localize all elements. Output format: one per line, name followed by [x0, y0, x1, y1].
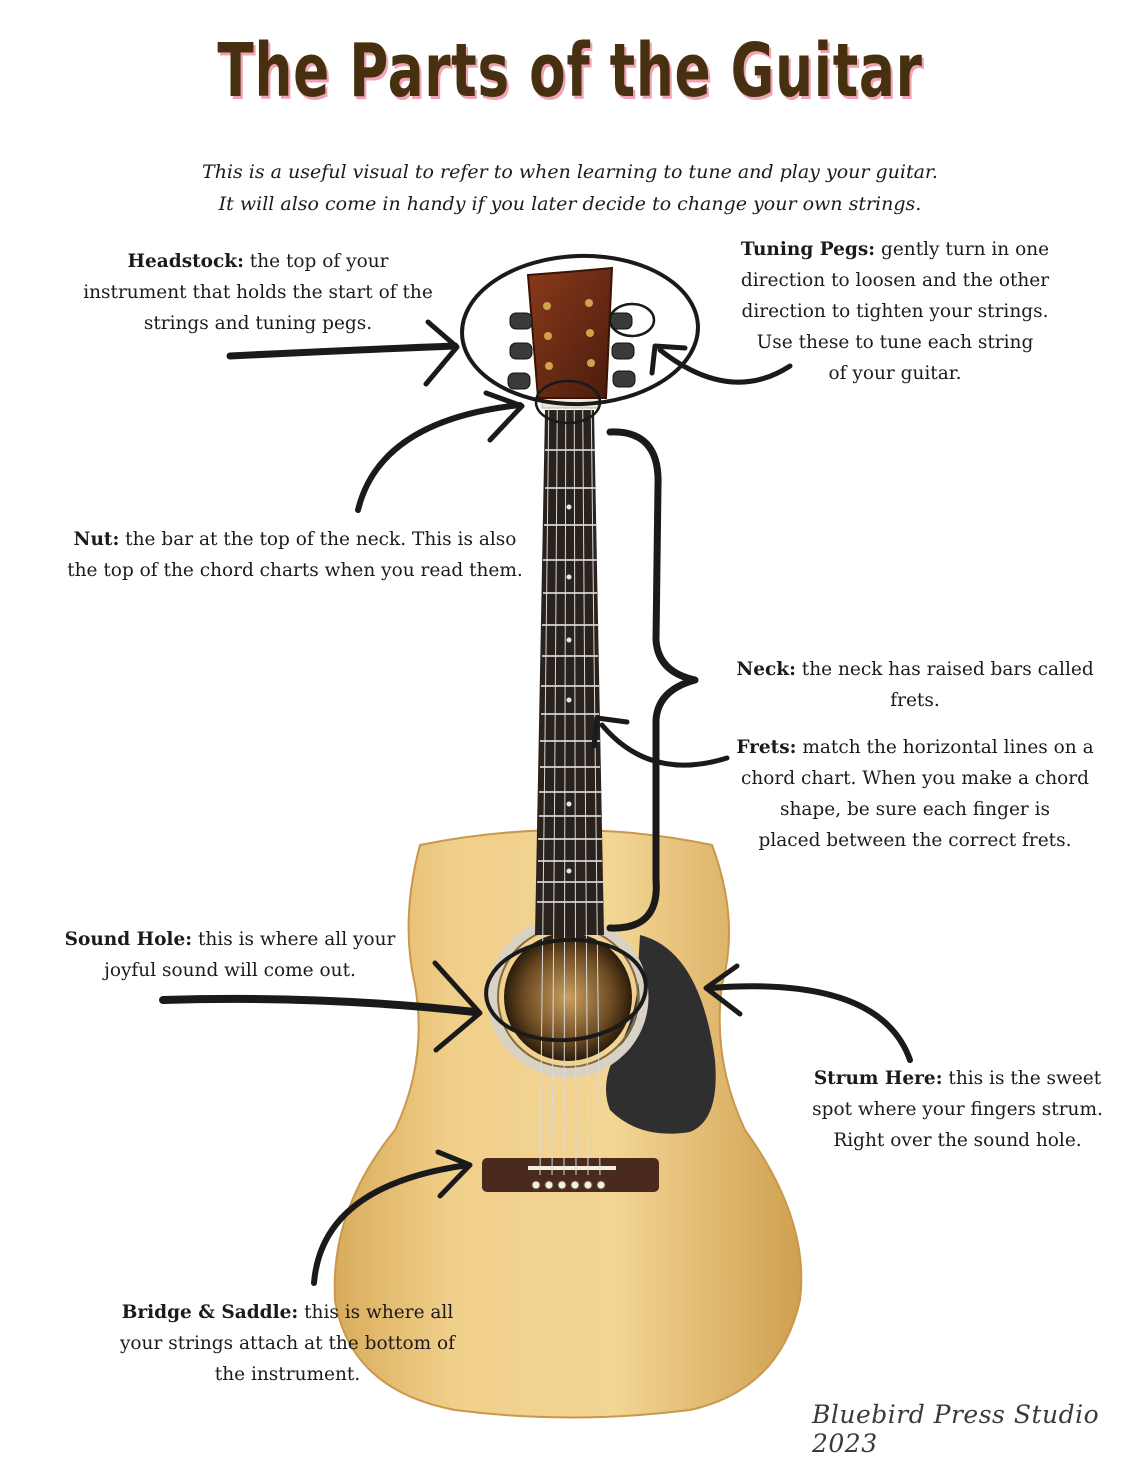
sound-hole [504, 933, 632, 1061]
label-frets: Frets: match the horizontal lines on a c… [736, 737, 1094, 851]
label-headstock: Headstock: the top of your instrument th… [83, 251, 433, 334]
term-tuning-pegs: Tuning Pegs: [740, 239, 876, 260]
headstock-circle [460, 253, 700, 407]
fret-markers [566, 504, 572, 874]
term-neck: Neck: [736, 659, 796, 680]
sound-hole-arrow [159, 994, 479, 1016]
bridge-pins [531, 1180, 606, 1190]
label-tuning-pegs: Tuning Pegs: gently turn in one directio… [740, 239, 1050, 384]
tuning-peg-circle [608, 302, 656, 338]
frets-arrow [599, 722, 730, 768]
nut-circle [534, 379, 602, 425]
fretboard [535, 410, 604, 935]
footer-signature: Bluebird Press Studio 2023 [812, 1400, 1100, 1458]
label-strum-here: Strum Here: this is the sweet spot where… [812, 1068, 1103, 1151]
label-neck: Neck: the neck has raised bars called fr… [736, 659, 1094, 711]
page-title: The Parts of the Guitar [217, 28, 923, 114]
pickguard [606, 935, 716, 1134]
nut-arrow [355, 402, 523, 513]
headstock [526, 266, 614, 399]
term-strum-here: Strum Here: [813, 1068, 943, 1089]
label-sound-hole: Sound Hole: this is where all your joyfu… [64, 929, 396, 981]
annotation-marks [159, 253, 913, 1286]
neck-brace [606, 428, 699, 932]
strings [539, 299, 601, 1176]
label-nut: Nut: the bar at the top of the neck. Thi… [67, 529, 523, 581]
tuning-pegs-arrow [657, 347, 793, 385]
label-bridge-saddle: Bridge & Saddle: this is where all your … [119, 1302, 456, 1385]
tuning-pegs [507, 312, 636, 390]
bridge [482, 1158, 659, 1192]
term-sound-hole: Sound Hole: [64, 929, 193, 950]
sound-hole-circle [484, 937, 648, 1043]
term-frets: Frets: [736, 737, 797, 758]
strum-here-arrow [707, 983, 913, 1063]
headstock-arrow [226, 342, 459, 360]
term-nut: Nut: [73, 529, 120, 550]
subtitle-line-2: It will also come in handy if you later … [218, 193, 922, 215]
frets [537, 449, 603, 903]
term-headstock: Headstock: [127, 251, 244, 272]
subtitle-line-1: This is a useful visual to refer to when… [202, 161, 938, 183]
bridge-arrow [311, 1162, 471, 1286]
saddle [528, 1166, 616, 1170]
term-bridge-saddle: Bridge & Saddle: [121, 1302, 299, 1323]
